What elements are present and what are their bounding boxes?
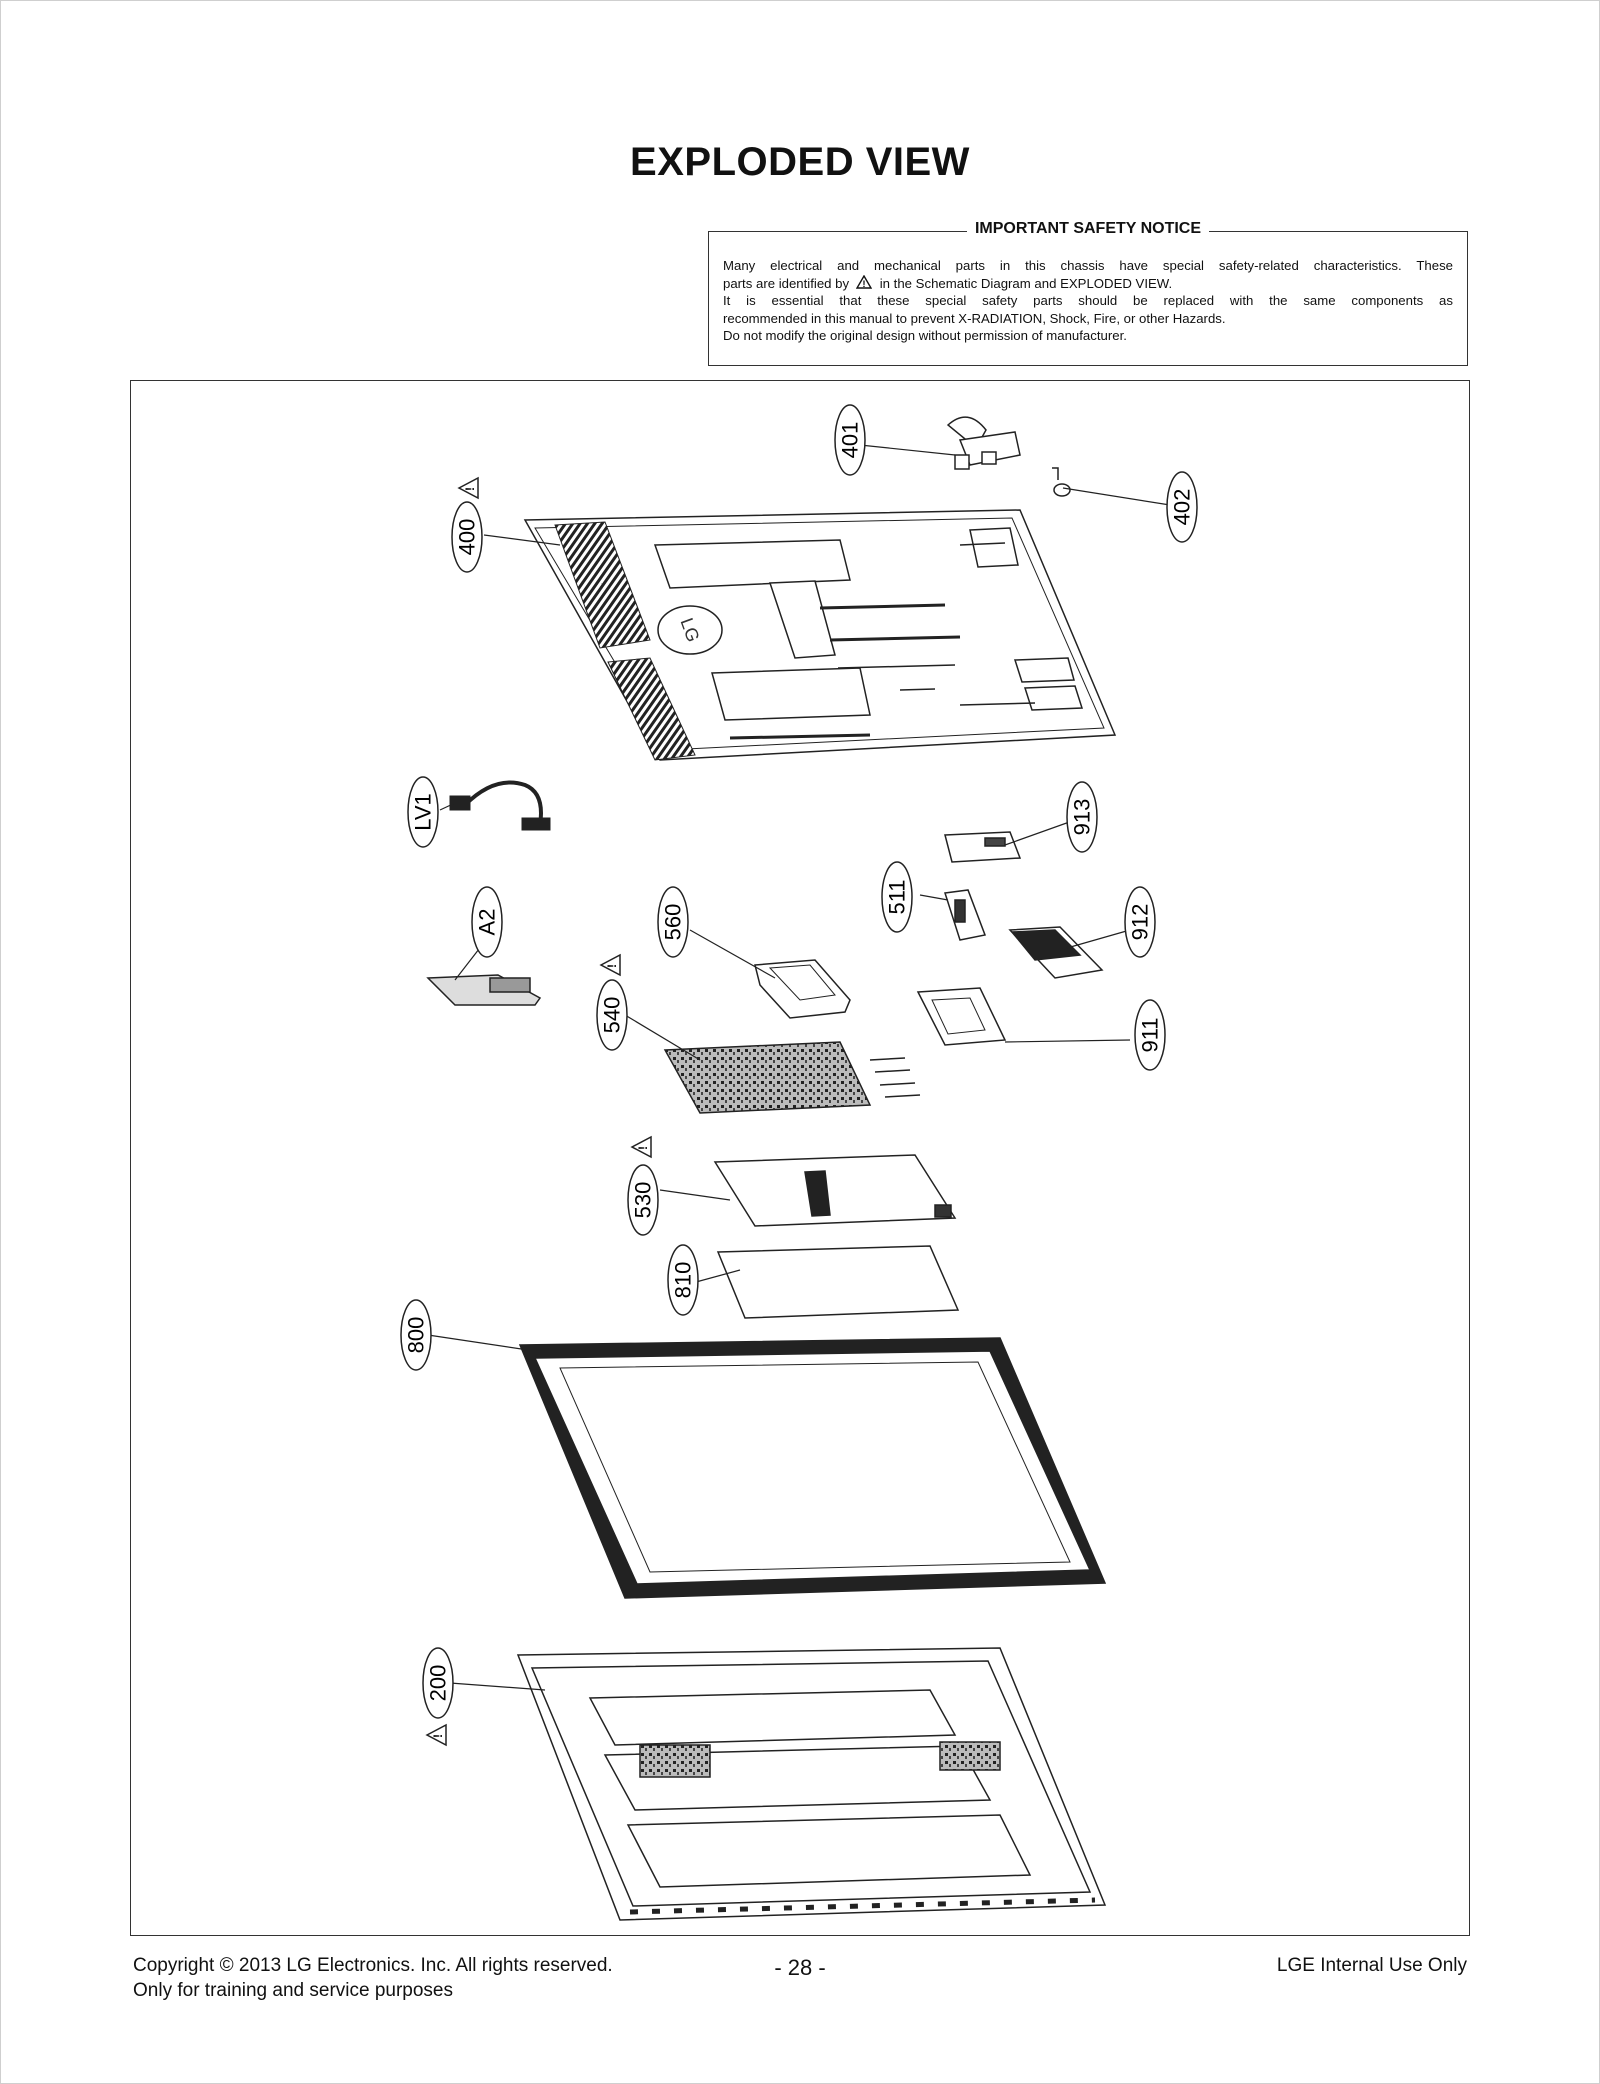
callout-400: 400 — [451, 501, 483, 573]
svg-text:810: 810 — [671, 1262, 696, 1299]
svg-text:530: 530 — [631, 1182, 656, 1219]
svg-text:!: ! — [431, 1734, 445, 1738]
cable-LV1 — [449, 780, 551, 831]
svg-text:540: 540 — [600, 997, 625, 1034]
svg-text:!: ! — [863, 279, 866, 289]
diagram-frame — [130, 380, 1470, 1936]
warning-icon-540: ! — [599, 953, 621, 977]
callout-511: 511 — [881, 861, 913, 933]
main-board-540 — [663, 1041, 921, 1114]
callout-911: 911 — [1134, 999, 1166, 1071]
footer-internal: LGE Internal Use Only — [1276, 1955, 1467, 1976]
notice-line-2: parts are identified by ! in the Schemat… — [723, 274, 1453, 293]
svg-text:!: ! — [463, 487, 477, 491]
warning-triangle-icon: ! — [856, 274, 873, 289]
svg-text:!: ! — [605, 964, 619, 968]
notice-line-3: It is essential that these special safet… — [723, 293, 1453, 308]
svg-text:402: 402 — [1170, 489, 1195, 526]
callout-LV1: LV1 — [407, 776, 439, 848]
svg-text:912: 912 — [1128, 904, 1153, 941]
insulator-810 — [716, 1245, 960, 1319]
svg-text:LV1: LV1 — [411, 793, 436, 831]
svg-text:911: 911 — [1138, 1017, 1163, 1052]
svg-text:560: 560 — [661, 904, 686, 941]
page-number: - 28 - — [774, 1955, 826, 1980]
notice-line-1: Many electrical and mechanical parts in … — [723, 258, 1453, 273]
notice-line-2b: in the Schematic Diagram and EXPLODED VI… — [879, 275, 1173, 291]
callout-540: 540 — [596, 979, 628, 1051]
shield-911 — [916, 987, 1007, 1046]
svg-text:200: 200 — [426, 1665, 451, 1702]
svg-text:800: 800 — [404, 1317, 429, 1354]
warning-icon-400: ! — [457, 476, 479, 500]
remote-A2 — [426, 974, 542, 1006]
back-cover-400: LG — [523, 509, 1117, 761]
front-cabinet-200 — [516, 1647, 1107, 1921]
module-511 — [944, 889, 987, 941]
notice-line-4: recommended in this manual to prevent X-… — [723, 310, 1226, 326]
power-board-530 — [713, 1154, 957, 1227]
svg-text:!: ! — [636, 1146, 650, 1150]
footer-copyright: Copyright © 2013 LG Electronics. Inc. Al… — [133, 1955, 613, 1976]
callout-401: 401 — [834, 404, 866, 476]
shield-913 — [944, 831, 1022, 863]
lcd-panel-800 — [518, 1337, 1107, 1599]
callout-810: 810 — [667, 1244, 699, 1316]
part-402 — [1052, 467, 1071, 497]
svg-text:511: 511 — [885, 879, 910, 914]
callout-530: 530 — [627, 1164, 659, 1236]
warning-icon-530: ! — [630, 1135, 652, 1159]
bracket-560 — [754, 959, 851, 1019]
callout-800: 800 — [400, 1299, 432, 1371]
heatsink-912 — [1008, 926, 1104, 979]
part-401 — [946, 416, 1021, 470]
svg-text:913: 913 — [1070, 799, 1095, 836]
safety-notice-heading: IMPORTANT SAFETY NOTICE — [966, 220, 1210, 237]
callout-560: 560 — [657, 886, 689, 958]
notice-line-5: Do not modify the original design withou… — [723, 328, 1127, 343]
safety-notice-body: Many electrical and mechanical parts in … — [723, 257, 1453, 345]
notice-line-2a: parts are identified by — [723, 275, 850, 291]
warning-icon-200: ! — [425, 1723, 447, 1747]
safety-notice-box: IMPORTANT SAFETY NOTICE Many electrical … — [708, 220, 1468, 366]
callout-200: 200 — [422, 1647, 454, 1719]
svg-text:401: 401 — [838, 422, 863, 459]
callout-402: 402 — [1166, 471, 1198, 543]
callout-912: 912 — [1124, 886, 1156, 958]
page-title: EXPLODED VIEW — [630, 140, 970, 184]
callout-913: 913 — [1066, 781, 1098, 853]
svg-text:400: 400 — [455, 519, 480, 556]
footer-purpose: Only for training and service purposes — [133, 1980, 453, 2001]
callout-A2: A2 — [471, 886, 503, 958]
svg-text:A2: A2 — [475, 909, 500, 936]
